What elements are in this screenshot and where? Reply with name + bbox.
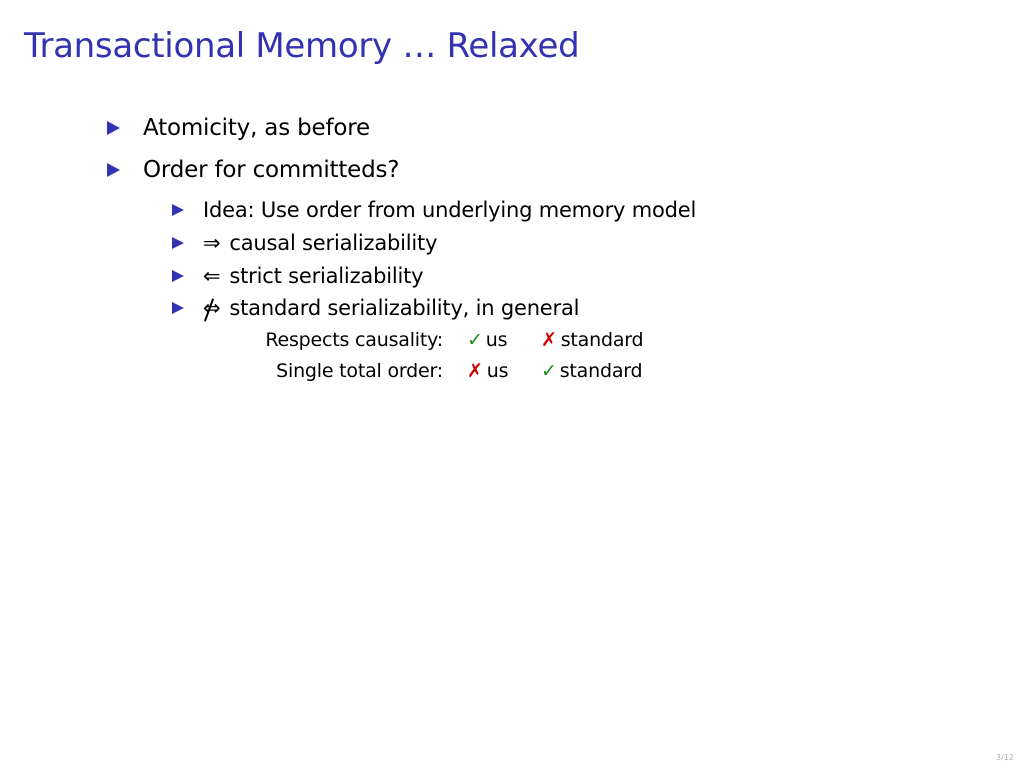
- bullet-item: Atomicity, as before: [107, 113, 370, 143]
- bullet-item: Order for committeds?: [107, 155, 400, 185]
- sub-bullet-item: ⇐ strict serializability: [172, 262, 424, 290]
- standard-label: standard: [560, 328, 644, 351]
- sub-bullet-text: Idea: Use order from underlying memory m…: [203, 198, 697, 222]
- bullet-triangle-icon: [172, 237, 184, 249]
- bullet-triangle-icon: [172, 204, 184, 216]
- sub-bullet-text: strict serializability: [229, 264, 424, 288]
- sub-bullet-item: ⇔ standard serializability, in general: [172, 294, 579, 322]
- sub-bullet-text: causal serializability: [229, 231, 438, 255]
- row-label: Respects causality:: [265, 328, 443, 351]
- bullet-text: Order for committeds?: [143, 157, 400, 183]
- sub-bullet-item: Idea: Use order from underlying memory m…: [172, 196, 696, 224]
- cross-icon: ✗: [467, 359, 483, 382]
- us-label: us: [485, 328, 508, 351]
- bullet-triangle-icon: [107, 163, 120, 177]
- bullet-triangle-icon: [172, 270, 184, 282]
- standard-cell: ✓standard: [541, 355, 671, 386]
- sub-bullet-item: ⇒ causal serializability: [172, 229, 438, 257]
- standard-cell: ✗standard: [541, 324, 671, 355]
- standard-label: standard: [559, 359, 643, 382]
- table-row: Single total order: ✗us ✓standard: [240, 355, 671, 386]
- bullet-text: Atomicity, as before: [143, 115, 370, 141]
- cross-icon: ✗: [541, 328, 557, 351]
- bullet-triangle-icon: [107, 121, 120, 135]
- us-cell: ✗us: [467, 355, 541, 386]
- page-number: 3/12: [996, 753, 1014, 762]
- implies-symbol: ⇒: [203, 231, 221, 255]
- bullet-triangle-icon: [172, 302, 184, 314]
- table-row: Respects causality: ✓us ✗standard: [240, 324, 671, 355]
- slide-title: Transactional Memory … Relaxed: [24, 26, 580, 66]
- us-label: us: [486, 359, 509, 382]
- check-icon: ✓: [541, 359, 557, 382]
- check-icon: ✓: [467, 328, 483, 351]
- us-cell: ✓us: [467, 324, 541, 355]
- implied-by-symbol: ⇐: [203, 264, 221, 288]
- comparison-table: Respects causality: ✓us ✗standard Single…: [240, 324, 671, 386]
- not-equivalent-symbol: ⇔: [203, 296, 221, 322]
- sub-bullet-text: standard serializability, in general: [229, 296, 580, 320]
- row-label: Single total order:: [276, 359, 443, 382]
